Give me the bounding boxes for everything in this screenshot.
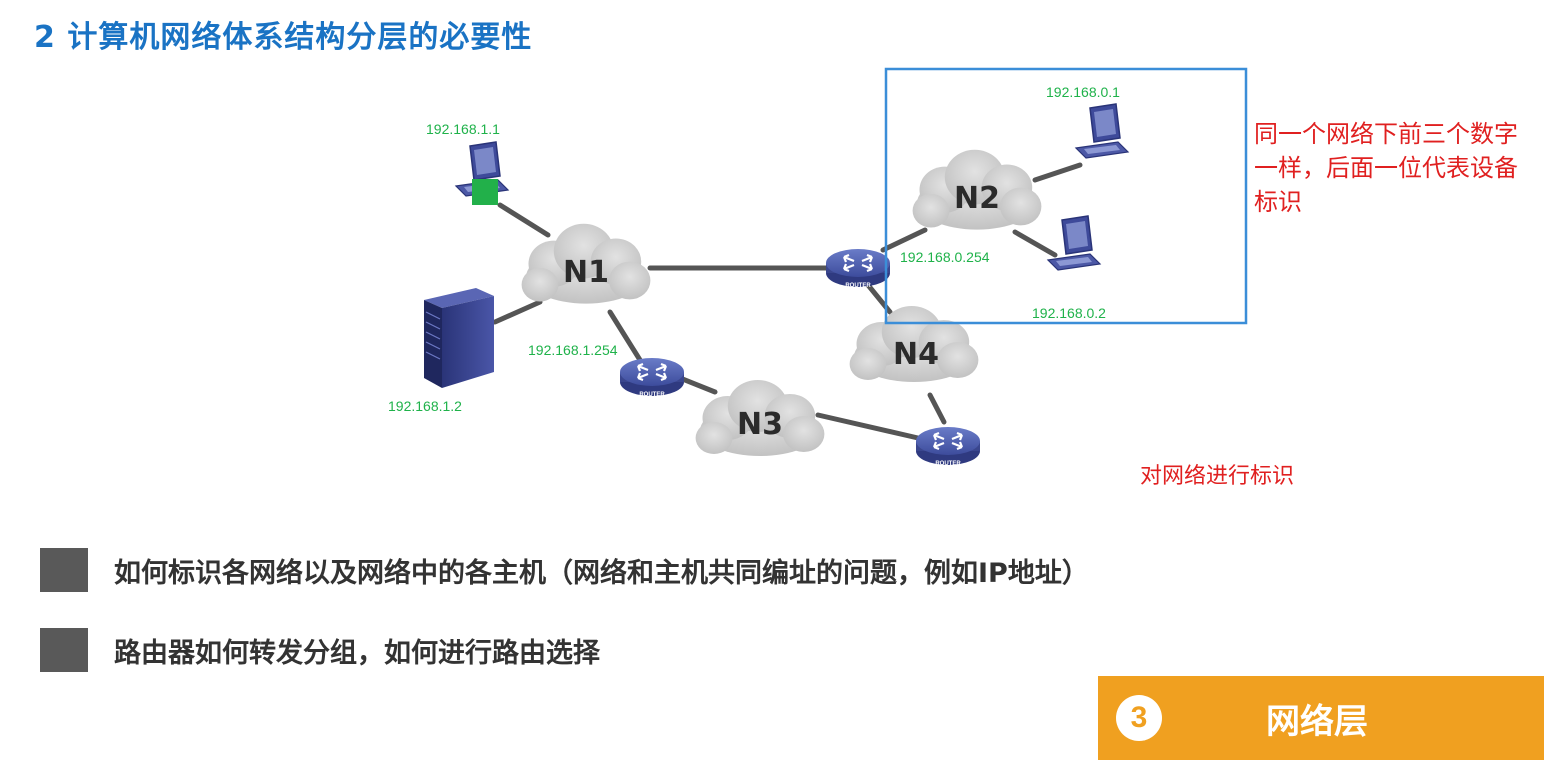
- annotation-same-network: 同一个网络下前三个数字一样，后面一位代表设备标识: [1254, 120, 1518, 216]
- link-n1-router1: [607, 309, 643, 363]
- link-n2-laptop-top: [1032, 162, 1083, 183]
- bullet-item-addressing: 如何标识各网络以及网络中的各主机（网络和主机共同编址的问题，例如IP地址）: [40, 548, 1089, 592]
- link-n3-router3: [815, 412, 921, 441]
- server-icon: [424, 288, 494, 388]
- bullet-square-icon: [40, 548, 88, 592]
- layer-number-icon: 3: [1116, 695, 1162, 741]
- router-1: ROUTER: [618, 356, 686, 398]
- bullet-text: 如何标识各网络以及网络中的各主机（网络和主机共同编址的问题，例如IP地址）: [114, 557, 1089, 589]
- link-n4-router3: [927, 392, 947, 425]
- laptop-icon-bottom: [1047, 215, 1101, 271]
- ip-label-server: 192.168.1.2: [388, 398, 462, 414]
- laptop-icon-top: [1075, 103, 1129, 159]
- ip-label-laptop-bottom: 192.168.0.2: [1032, 305, 1106, 321]
- router-2: ROUTER: [824, 247, 892, 289]
- network-label-n3: N3: [737, 407, 783, 442]
- ip-label-laptop-top: 192.168.0.1: [1046, 84, 1120, 100]
- link-router1-n3: [677, 375, 718, 395]
- layer-label: 网络层: [1266, 701, 1368, 742]
- network-label-n4: N4: [893, 337, 939, 372]
- laptop-icon-pc1: [455, 141, 509, 205]
- ip-label-router2: 192.168.0.254: [900, 249, 990, 265]
- layer-badge: 3 网络层: [1098, 676, 1544, 760]
- router-3: ROUTER: [914, 425, 982, 467]
- selection-marker: [472, 179, 498, 205]
- link-router2-n2: [880, 227, 928, 253]
- ip-label-router1: 192.168.1.254: [528, 342, 618, 358]
- bullet-square-icon: [40, 628, 88, 672]
- same-network-highlight-box: [884, 67, 1248, 325]
- link-pc1-n1: [497, 202, 551, 238]
- link-n2-laptop-bottom: [1012, 229, 1058, 258]
- links: [492, 162, 1083, 441]
- page-title: 2 计算机网络体系结构分层的必要性: [34, 20, 533, 55]
- router-3-label: ROUTER: [935, 461, 961, 467]
- router-2-label: ROUTER: [845, 283, 871, 289]
- annotation-identify-network: 对网络进行标识: [1140, 464, 1295, 489]
- link-server-n1: [492, 299, 543, 325]
- ip-label-pc1: 192.168.1.1: [426, 121, 500, 137]
- bullet-text: 路由器如何转发分组，如何进行路由选择: [114, 637, 600, 669]
- bullet-item-routing: 路由器如何转发分组，如何进行路由选择: [40, 628, 600, 672]
- router-1-label: ROUTER: [639, 392, 665, 398]
- network-label-n1: N1: [563, 255, 609, 290]
- network-label-n2: N2: [954, 181, 1000, 216]
